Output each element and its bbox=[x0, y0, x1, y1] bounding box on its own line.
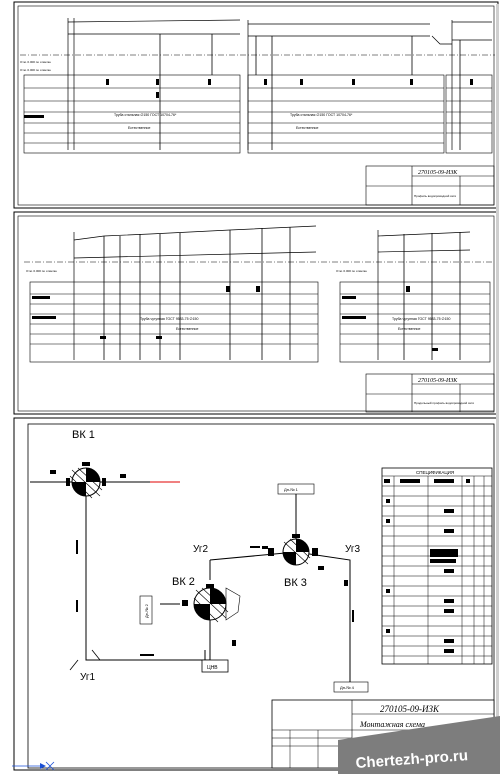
sheet-2-inner-frame bbox=[17, 215, 495, 412]
ug2-label: Уг2 bbox=[193, 544, 209, 555]
sheet-2-ground-level-a: Отм. 0.000 по отметке bbox=[26, 269, 57, 273]
sheet-1-title-block bbox=[365, 165, 495, 206]
sheet-2-pipe-label-b: Труба чугунная ГОСТ 9583-75 ∅150 bbox=[392, 317, 450, 321]
sheet-1-table bbox=[23, 74, 493, 154]
sheet-2-base-label-b: Естественное bbox=[398, 327, 420, 331]
sheet-3-inner-frame bbox=[27, 423, 495, 769]
ug3-label: Уг3 bbox=[345, 544, 361, 555]
sheet-1-pipe-label-a: Труба стальная ∅150 ГОСТ 10704-76* bbox=[114, 113, 177, 117]
vk3-well[interactable] bbox=[268, 534, 324, 570]
spec-title: СПЕЦИФИКАЦИЯ bbox=[416, 470, 454, 475]
sheet-2: Труба чугунная ГОСТ 9583-75 ∅150 Труба ч… bbox=[13, 211, 499, 415]
sheet-1-frame bbox=[13, 1, 499, 209]
sheet-3-stamp-code: 270105-09-ИЗК bbox=[380, 704, 440, 714]
sheet-1-pipe-label-b: Труба стальная ∅150 ГОСТ 10704-76* bbox=[290, 113, 353, 117]
vk1-well[interactable] bbox=[50, 462, 126, 499]
sheet-2-ground-level-b: Отм. 0.000 по отметке bbox=[336, 269, 367, 273]
sheet-1-stamp-code: 270105-09-ИЗК bbox=[418, 170, 458, 176]
node-markers bbox=[69, 649, 101, 671]
vk2-well[interactable] bbox=[182, 584, 241, 623]
sheet-2-stamp-title: Продольный профиль водопроводной сети bbox=[414, 401, 474, 405]
sheet-2-stamp-code: 270105-09-ИЗК bbox=[418, 378, 458, 384]
sheet-2-title-block bbox=[365, 373, 495, 413]
axis-indicator bbox=[12, 761, 55, 771]
sheet-3: ВК 1 ВК 2 bbox=[12, 417, 499, 771]
sheet-2-frame bbox=[13, 211, 499, 415]
dn-bottom-label: Дн-№ 4 bbox=[340, 685, 355, 690]
page-shadow bbox=[496, 4, 499, 772]
dn-top-box[interactable] bbox=[277, 483, 315, 495]
pump-box[interactable] bbox=[201, 659, 229, 673]
sheet-1-table-marks bbox=[24, 79, 473, 118]
sheet-2-table bbox=[29, 281, 491, 363]
dn-left-box[interactable] bbox=[139, 595, 153, 625]
sheet-1-base-label-b: Естественное bbox=[296, 126, 318, 130]
sheet-1-inner-frame bbox=[17, 5, 495, 206]
vk1-label: ВК 1 bbox=[72, 429, 95, 441]
pump-label: ЦНВ bbox=[207, 665, 218, 671]
dn-left-label: Дн-№ 2 bbox=[144, 603, 149, 618]
vk2-label: ВК 2 bbox=[172, 576, 195, 588]
sheet-3-stamp-title: Монтажная схема bbox=[359, 720, 425, 729]
sheet-1: Труба стальная ∅150 ГОСТ 10704-76* Труба… bbox=[13, 1, 499, 209]
sheet-2-table-marks bbox=[32, 286, 438, 351]
sheet-1-profile-right bbox=[451, 20, 492, 150]
sheet-1-ground-level-a: Отм. 0.000 по отметке bbox=[20, 60, 51, 64]
sheet-2-profile-left bbox=[73, 225, 471, 360]
ug1-label: Уг1 bbox=[80, 672, 96, 683]
sheet-1-stamp-title: Профиль водопроводной сети bbox=[414, 194, 457, 198]
dn-top-label: Дн-№ 1 bbox=[284, 487, 299, 492]
sheet-2-pipe-label-a: Труба чугунная ГОСТ 9583-75 ∅150 bbox=[140, 317, 198, 321]
pipe-annotation-marks bbox=[76, 540, 354, 656]
sheet-2-base-label-a: Естественное bbox=[176, 327, 198, 331]
dn-bottom-box[interactable] bbox=[333, 681, 369, 693]
sheet-1-well-lines bbox=[159, 34, 461, 150]
sheet-1-ground-level-b: Отм. 0.000 по отметке bbox=[20, 68, 51, 72]
specification-table: СПЕЦИФИКАЦИЯ bbox=[381, 467, 493, 665]
sheet-1-base-label-a: Естественное bbox=[128, 126, 150, 130]
sheet-1-profile-left bbox=[67, 18, 241, 150]
watermark-badge: Chertezh-pro.ru bbox=[338, 716, 500, 774]
vk3-label: ВК 3 bbox=[284, 577, 307, 589]
